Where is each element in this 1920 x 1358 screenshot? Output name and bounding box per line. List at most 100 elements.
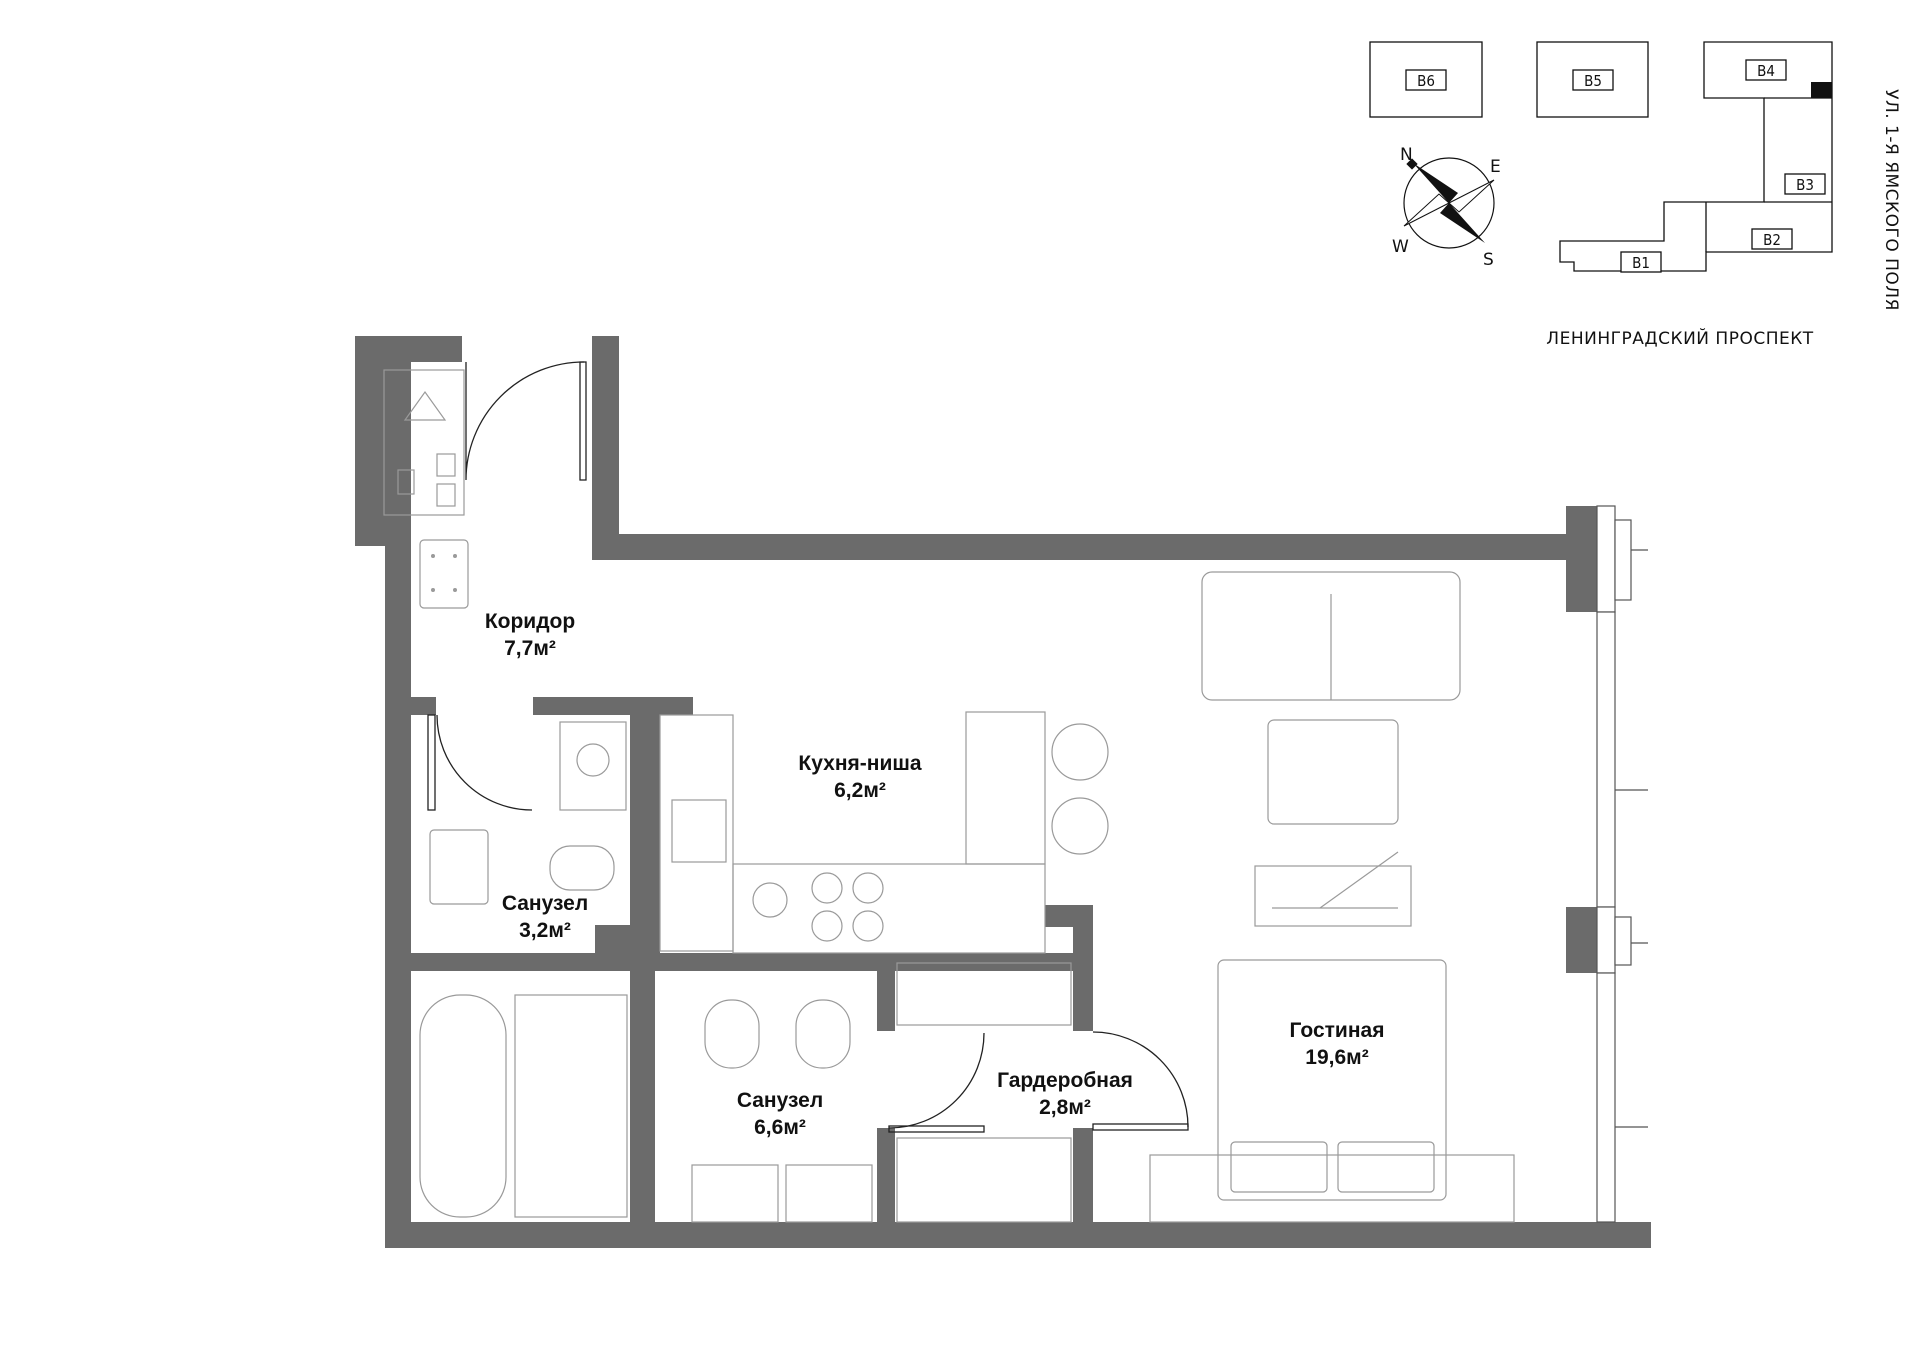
wall-kitchen-left (646, 697, 660, 959)
bed-pillow-left (1230, 1141, 1328, 1193)
cooktop-cabinet (659, 714, 734, 952)
bed (1217, 959, 1447, 1201)
windows (1596, 505, 1648, 1223)
sink-small-bath (429, 829, 489, 905)
room-name-bath-small: Санузел (502, 892, 588, 915)
compass-letter-e: E (1490, 157, 1501, 177)
dot (453, 554, 457, 558)
wardrobe-shelf-bottom (896, 1137, 1072, 1223)
bath-small-door (436, 714, 533, 811)
section-b3-label: В3 (1796, 176, 1814, 194)
bathtub (419, 994, 507, 1218)
wall-wardrobe-left (877, 953, 895, 1031)
wall-left-lower (385, 948, 411, 1248)
room-area-wardrobe: 2,8м² (1039, 1096, 1091, 1119)
coffee-table (1267, 719, 1399, 825)
compass-letter-w: W (1392, 237, 1409, 257)
bar-stool-1 (1051, 723, 1109, 781)
site-map: В6 В5 В4 В3 В2 В1 ЛЕНИНГРАДСКИЙ ПРОСПЕКТ… (1369, 41, 1901, 349)
double-sink-1 (691, 1164, 779, 1223)
tv-stand (1254, 865, 1412, 927)
shoe-icon-1 (397, 469, 415, 495)
wall-corridor-right (592, 336, 619, 560)
wall-pillar-top (1566, 506, 1597, 612)
dot (453, 588, 457, 592)
wall-wardrobe-left-lower (877, 1128, 895, 1228)
room-name-wardrobe: Гардеробная (997, 1069, 1133, 1092)
entrance-door-leaf (579, 361, 587, 481)
window-upper (1596, 611, 1616, 908)
window-frame-mid (1596, 906, 1616, 974)
section-b5-label: В5 (1584, 72, 1602, 90)
wall-wardrobe-cap (1045, 905, 1093, 927)
furniture (383, 369, 1515, 1223)
washing-machine-drum-icon (576, 743, 610, 777)
window-frame-upper (1596, 505, 1616, 613)
wall-bottom (385, 1222, 1651, 1248)
compass-ring (1403, 157, 1495, 249)
section-b1-label: В1 (1632, 254, 1650, 272)
bar-stool-2 (1051, 797, 1109, 855)
section-b4-label: В4 (1757, 62, 1775, 80)
shoe-icon-3 (436, 483, 456, 507)
compass-letter-s: S (1483, 250, 1494, 270)
section-b4-marker (1811, 82, 1832, 98)
compass-needle-e (1448, 179, 1495, 213)
compass-needle-s (1440, 203, 1485, 243)
wall-pillar-mid (1566, 907, 1597, 973)
wall-wardrobe-right-lower (1073, 1128, 1093, 1228)
window-bracket-1 (1614, 519, 1632, 601)
dot (431, 554, 435, 558)
section-b6-tag (1405, 69, 1447, 91)
section-b6-label: В6 (1417, 72, 1435, 90)
shower-cabin (514, 994, 628, 1218)
shoe-cabinet (419, 539, 469, 609)
washing-machine (559, 721, 627, 811)
section-b2-tag (1751, 228, 1793, 250)
wall-bath-large-nub (632, 1022, 654, 1082)
room-name-kitchen: Кухня-ниша (798, 752, 921, 775)
room-area-corridor: 7,7м² (504, 637, 556, 660)
toilet-small-bath (549, 845, 615, 891)
bath-small-door-leaf (427, 714, 436, 811)
dot (431, 588, 435, 592)
compass-needle-n (1413, 163, 1458, 203)
wall-mid-vertical-left (630, 960, 655, 1230)
window-lower (1596, 972, 1616, 1223)
toilet-2 (795, 999, 851, 1069)
kitchen-hob-1 (811, 872, 843, 904)
wardrobe-shelf-top (896, 962, 1072, 1026)
kitchen-sink (671, 799, 727, 863)
entrance-door (465, 361, 585, 481)
entry-wardrobe (383, 369, 465, 516)
room-area-kitchen: 6,2м² (834, 779, 886, 802)
bath-large-door (888, 1032, 985, 1129)
section-b3-tag (1784, 173, 1826, 195)
street-label-right: УЛ. 1-Я ЯМСКОГО ПОЛЯ (1881, 89, 1901, 311)
toilet-1 (704, 999, 760, 1069)
room-area-bath-small: 3,2м² (519, 919, 571, 942)
street-label-bottom: ЛЕНИНГРАДСКИЙ ПРОСПЕКТ (1546, 327, 1813, 349)
wall-bath-small-top-right (533, 697, 693, 715)
wall-top (592, 534, 1597, 560)
wall-mid-horizontal (411, 953, 1091, 971)
compass-letter-n: N (1400, 145, 1413, 165)
bed-pillow-right (1337, 1141, 1435, 1193)
room-name-corridor: Коридор (485, 610, 575, 633)
section-b5-tag (1572, 69, 1614, 91)
hanger-icon (403, 390, 447, 421)
wall-top-left-cap (355, 336, 462, 362)
kitchen-sink-round (752, 882, 788, 918)
room-area-bath-large: 6,6м² (754, 1116, 806, 1139)
wall-bath-small-top-left (411, 697, 436, 715)
kitchen-hob-2 (852, 872, 884, 904)
wall-corridor-left (355, 336, 411, 546)
section-b4-tag (1745, 59, 1787, 81)
doors (427, 361, 1189, 1133)
walls (355, 336, 1651, 1248)
room-name-bath-large: Санузел (737, 1089, 823, 1112)
double-sink-2 (785, 1164, 873, 1223)
wall-corridor-left-lower (385, 536, 411, 948)
room-labels: Коридор 7,7м² Кухня-ниша 6,2м² Санузел 3… (485, 610, 1385, 1139)
